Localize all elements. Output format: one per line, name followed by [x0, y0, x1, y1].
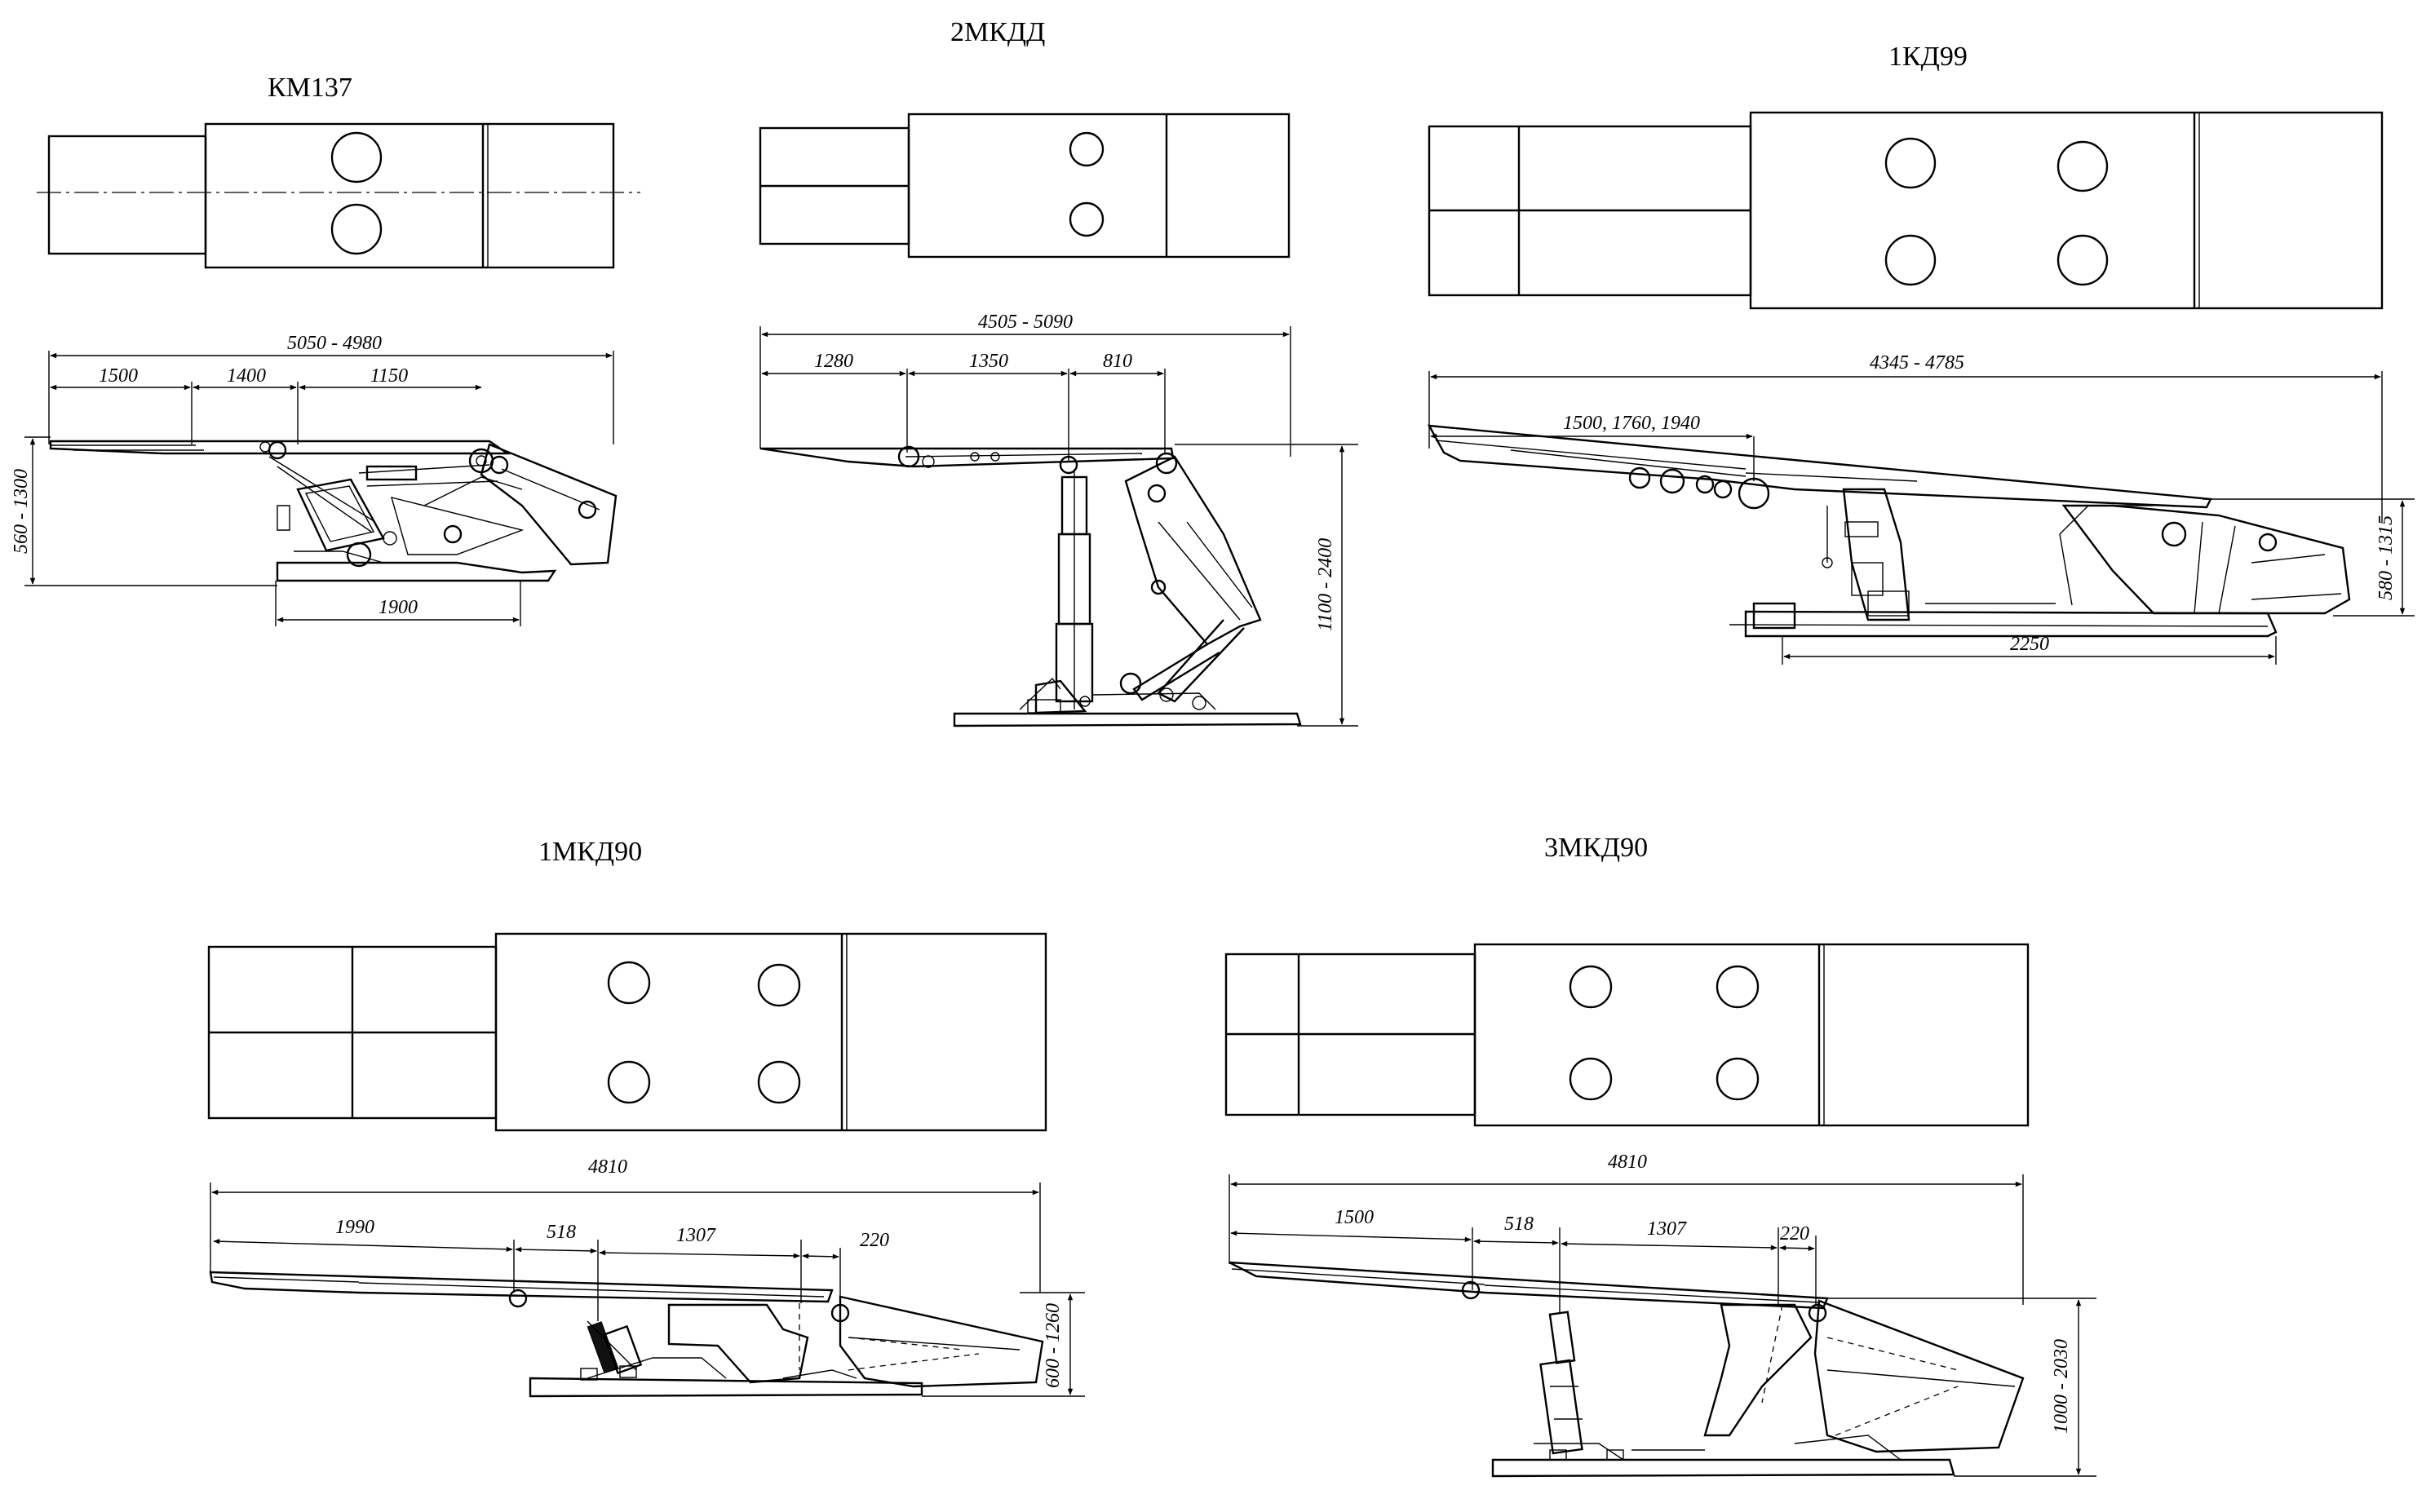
km137-dim-seg3: 1150 — [370, 365, 408, 387]
1mkd90-cylinder-circle — [757, 963, 801, 1007]
1mkd90-side-view — [209, 1271, 1044, 1398]
support-2mkdd: 2МКДД — [759, 17, 1358, 727]
3mkd90-overall-length: 4810 — [1608, 1152, 1647, 1173]
1mkd90-cylinder-circle — [607, 961, 651, 1005]
km137-side-view — [49, 440, 618, 582]
2mkdd-title: 2МКДД — [950, 17, 1045, 47]
support-3mkd90: 3МКД90 — [1224, 833, 2096, 1478]
1mkd90-dim-seg1: 1990 — [335, 1217, 374, 1238]
1kd99-dimensions: 4345 - 4785 1500, 1760, 1940 580 - 1315 … — [1428, 352, 2415, 665]
3mkd90-cylinder-circle — [1716, 965, 1760, 1009]
3mkd90-dim-seg2: 518 — [1504, 1214, 1534, 1235]
1kd99-plan-view — [1428, 111, 2384, 310]
km137-dim-seg1: 1500 — [99, 365, 138, 387]
2mkdd-cylinder-circle — [1069, 201, 1105, 237]
km137-overall-length: 5050 - 4980 — [287, 333, 382, 354]
1mkd90-cylinder-circle — [607, 1060, 651, 1104]
3mkd90-side-view — [1229, 1261, 2025, 1478]
1kd99-overall-length: 4345 - 4785 — [1870, 352, 1964, 374]
1kd99-extension-lengths: 1500, 1760, 1940 — [1563, 413, 1700, 434]
1kd99-cylinder-circle — [1884, 137, 1937, 189]
km137-plan-view — [37, 122, 640, 269]
1kd99-cylinder-circle — [1884, 234, 1937, 286]
3mkd90-dim-seg1: 1500 — [1335, 1207, 1374, 1228]
km137-cylinder-circle — [330, 131, 383, 183]
support-km137: КМ137 — [11, 73, 640, 626]
3mkd90-height-range: 1000 - 2030 — [2051, 1339, 2072, 1434]
1mkd90-dim-seg3: 1307 — [676, 1225, 716, 1246]
1kd99-cylinder-circle — [2056, 234, 2109, 286]
3mkd90-cylinder-circle — [1716, 1057, 1760, 1101]
3mkd90-dim-seg3: 1307 — [1647, 1218, 1687, 1240]
3mkd90-dim-seg4: 220 — [1780, 1223, 1809, 1245]
2mkdd-overall-length: 4505 - 5090 — [978, 312, 1073, 333]
support-1kd99: 1КД99 — [1427, 42, 2415, 665]
3mkd90-dimensions: 4810 1500 518 1307 220 1000 - 2030 — [1229, 1152, 2096, 1477]
1mkd90-height-range: 600 - 1260 — [1043, 1303, 1064, 1388]
3mkd90-title: 3МКД90 — [1544, 833, 1648, 863]
2mkdd-dim-seg3: 810 — [1103, 351, 1132, 372]
km137-cylinder-circle — [330, 203, 383, 255]
2mkdd-side-view — [759, 445, 1302, 727]
km137-height-range: 560 - 1300 — [11, 469, 32, 554]
1mkd90-dim-seg4: 220 — [860, 1230, 889, 1251]
1mkd90-overall-length: 4810 — [588, 1156, 627, 1178]
2mkdd-dim-seg2: 1350 — [969, 351, 1008, 372]
1kd99-height-range: 580 - 1315 — [2375, 515, 2397, 600]
2mkdd-plan-view — [759, 113, 1291, 259]
3mkd90-cylinder-circle — [1569, 1057, 1613, 1101]
km137-dim-seg2: 1400 — [227, 365, 266, 387]
1kd99-title: 1КД99 — [1888, 42, 1968, 72]
1mkd90-dim-seg2: 518 — [547, 1222, 576, 1243]
1mkd90-cylinder-circle — [757, 1060, 801, 1104]
support-1mkd90: 1МКД90 — [207, 837, 1085, 1398]
2mkdd-dim-seg1: 1280 — [814, 351, 853, 372]
1kd99-cylinder-circle — [2056, 140, 2109, 192]
1mkd90-plan-view — [207, 932, 1047, 1132]
1mkd90-dimensions: 4810 1990 518 1307 220 600 - 1260 — [210, 1156, 1085, 1397]
2mkdd-height-range: 1100 - 2400 — [1315, 538, 1336, 631]
2mkdd-cylinder-circle — [1069, 131, 1105, 167]
3mkd90-cylinder-circle — [1569, 965, 1613, 1009]
km137-title: КМ137 — [268, 73, 352, 103]
2mkdd-dimensions: 4505 - 5090 1280 1350 810 1100 - 2400 — [759, 312, 1358, 727]
km137-base-length: 1900 — [379, 597, 418, 618]
1mkd90-title: 1МКД90 — [538, 837, 642, 867]
1kd99-base-length: 2250 — [2010, 634, 2049, 655]
km137-dimensions: 5050 - 4980 1500 1400 1150 560 - 1300 19… — [11, 333, 614, 626]
3mkd90-plan-view — [1224, 943, 2030, 1127]
1kd99-side-view — [1427, 424, 2351, 638]
